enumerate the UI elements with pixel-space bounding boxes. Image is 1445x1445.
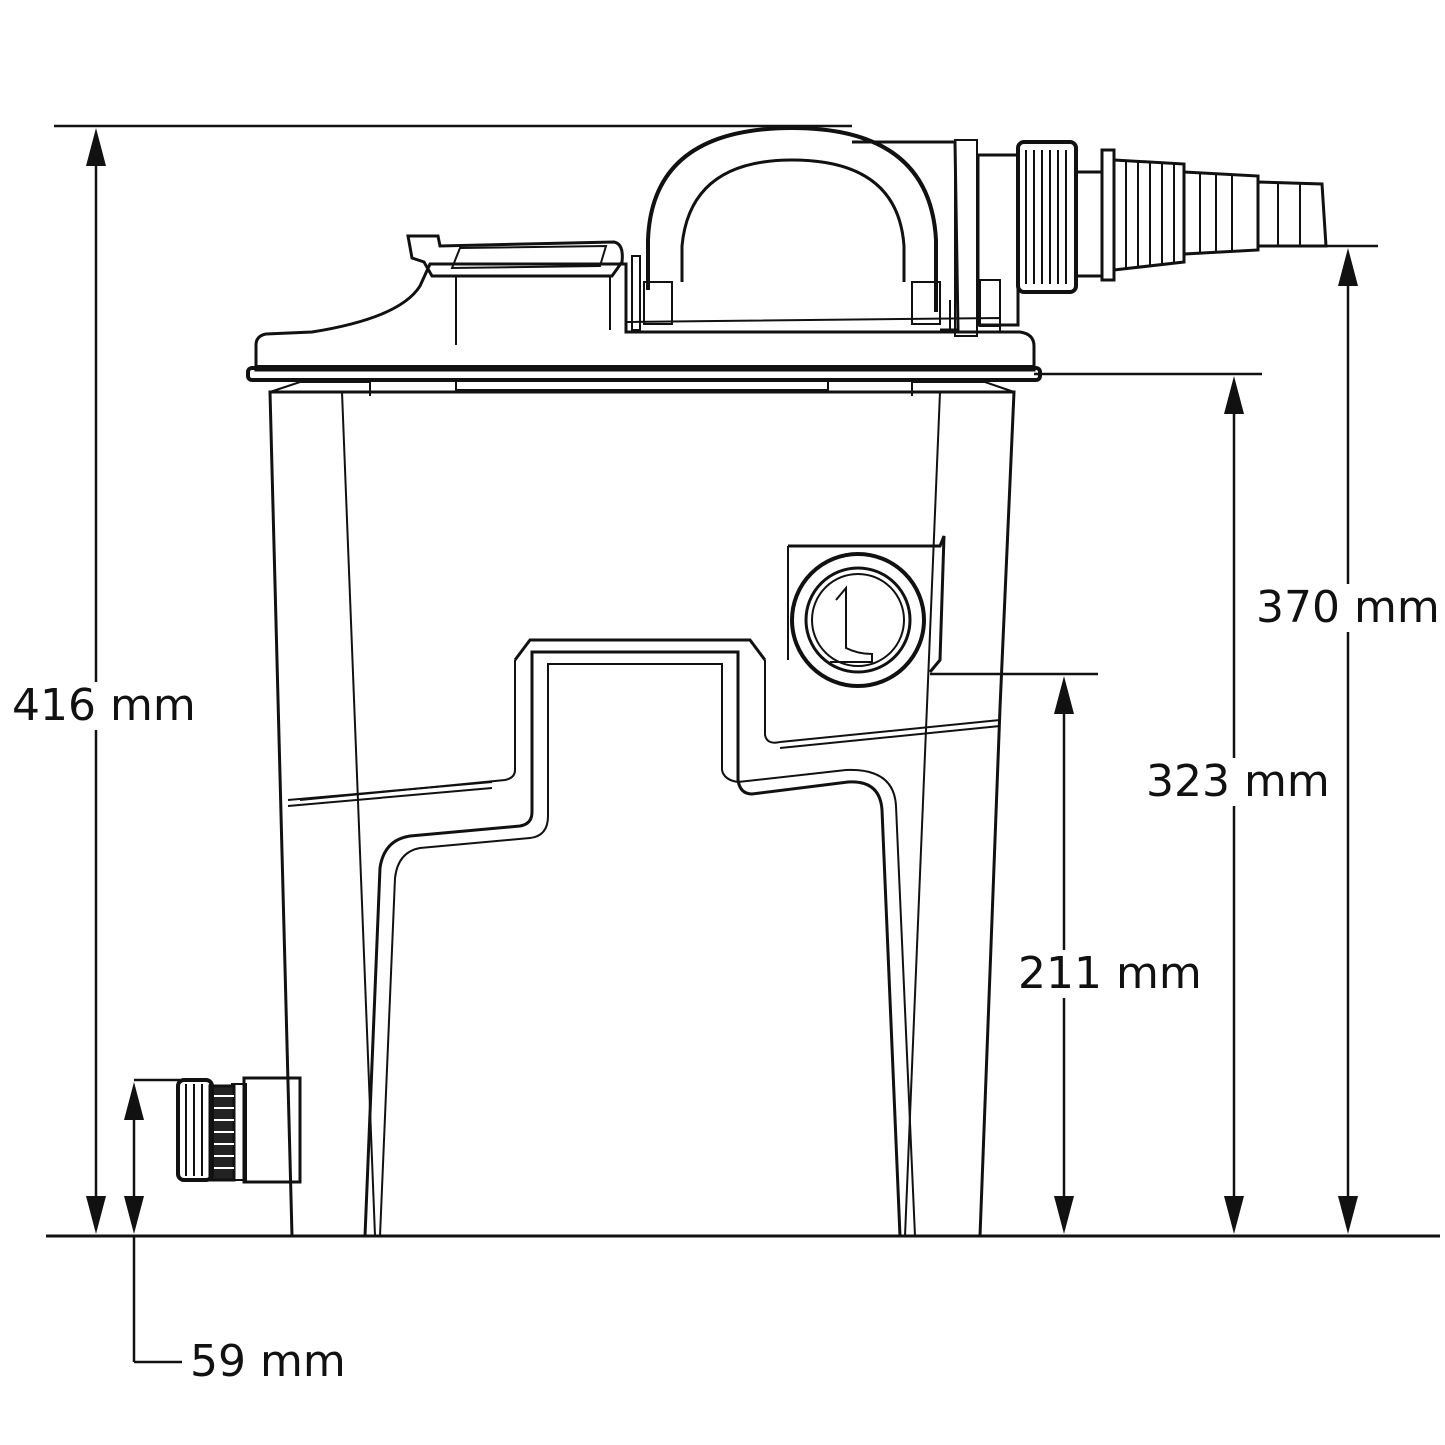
label-overall-height: 416 mm (8, 682, 200, 730)
bottom-outlet (176, 1076, 302, 1184)
label-bottom-outlet-height: 59 mm (186, 1338, 350, 1386)
filter-body (268, 381, 1016, 1238)
carry-handle (625, 125, 1001, 333)
dimension-370 (1326, 244, 1378, 1234)
label-side-inlet-height: 211 mm (1014, 950, 1206, 998)
top-outlet-connector (852, 139, 1328, 337)
label-outlet-height: 370 mm (1252, 584, 1444, 632)
side-inlet (787, 535, 946, 688)
dimension-416 (54, 124, 852, 1234)
dimension-59 (124, 1078, 182, 1364)
label-lid-height: 323 mm (1142, 758, 1334, 806)
